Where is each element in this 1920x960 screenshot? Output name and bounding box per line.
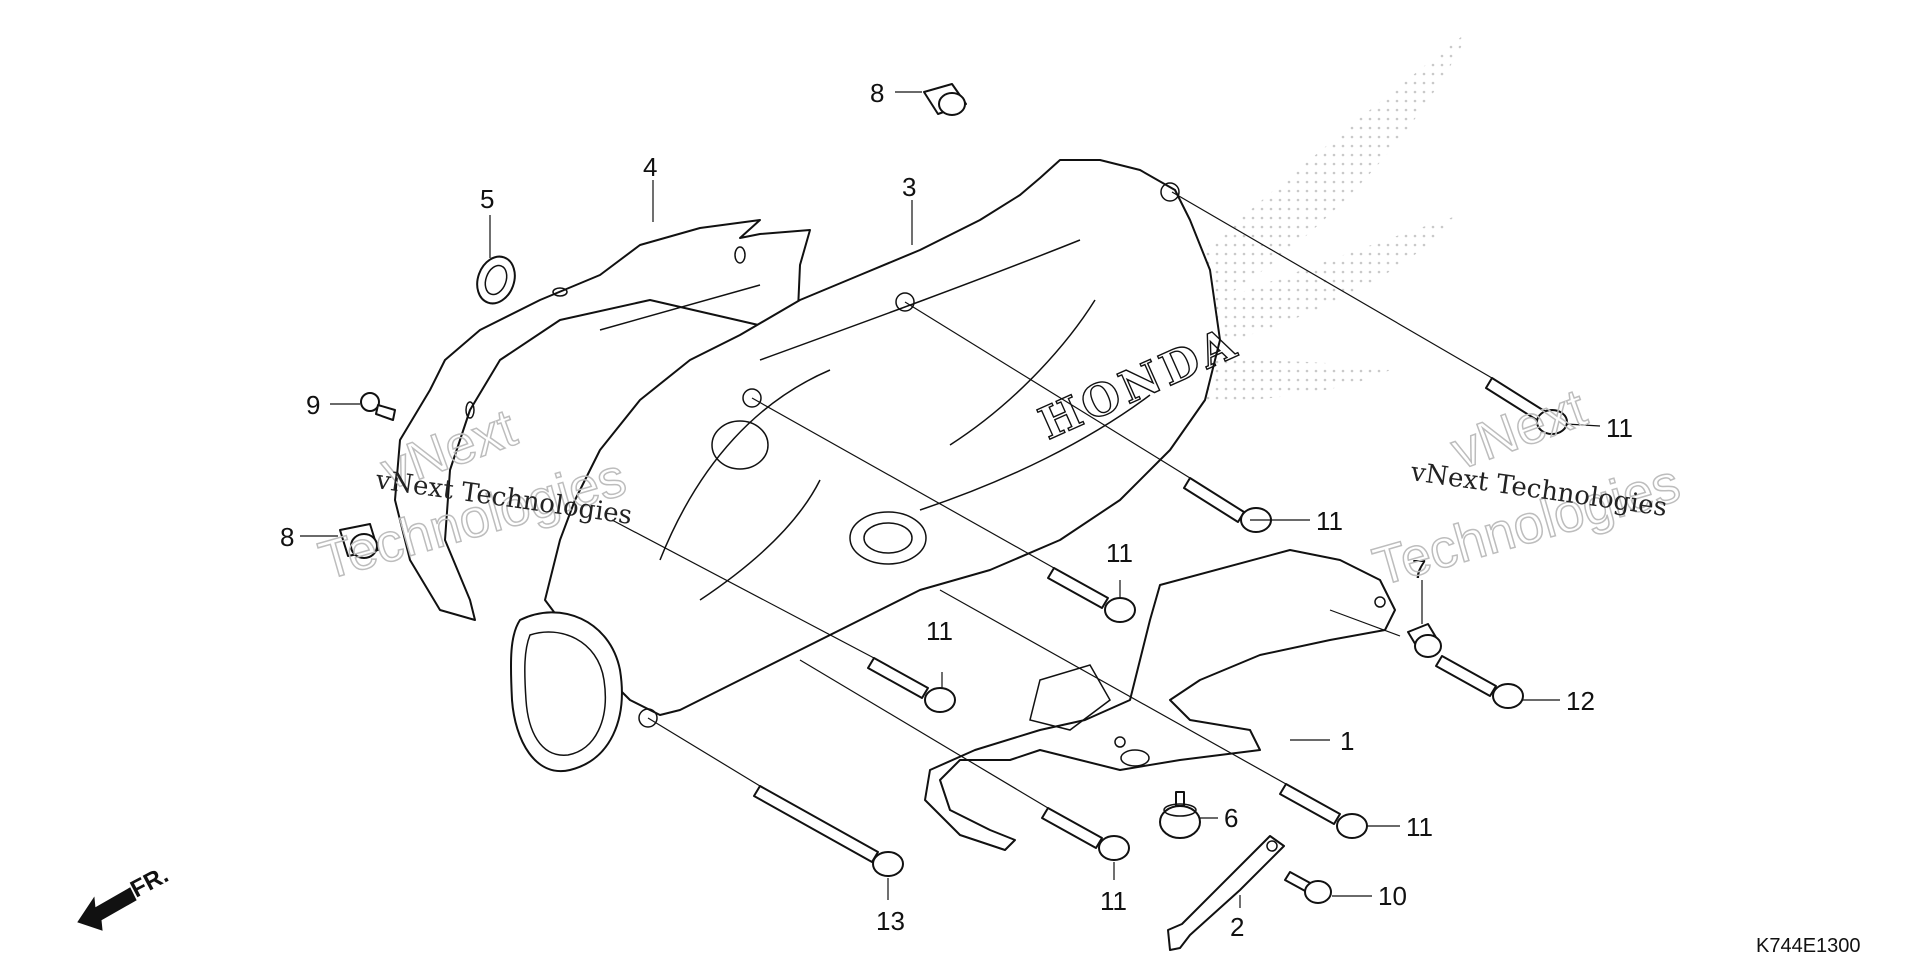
callout-11-mid-right: 11 — [1316, 506, 1343, 536]
intake-duct — [509, 611, 623, 773]
callout-2: 2 — [1230, 912, 1244, 942]
watermark-right: vNext Technologies vNext Technologies — [1366, 377, 1687, 598]
rubber-damper-part-6 — [1159, 791, 1201, 839]
callout-7: 7 — [1412, 554, 1426, 584]
bolt-11-lower-right — [1279, 783, 1368, 839]
stay-part-2 — [1167, 835, 1285, 951]
leader-lines — [300, 91, 1601, 908]
bolt-11-bottom — [1041, 807, 1130, 861]
callout-13: 13 — [876, 906, 905, 936]
callout-11-top-right: 11 — [1606, 413, 1633, 443]
bolt-13 — [753, 785, 904, 877]
callout-1: 1 — [1340, 726, 1354, 756]
callout-11-lower-right: 11 — [1406, 812, 1433, 842]
bolt-11-top-right — [1485, 377, 1568, 435]
callout-12: 12 — [1566, 686, 1595, 716]
callout-4: 4 — [643, 152, 657, 182]
callout-11-center: 11 — [1106, 538, 1133, 568]
dowel-pin-part-8-top — [923, 83, 967, 116]
callout-8-top: 8 — [870, 78, 884, 108]
dowel-pin-part-8-left — [339, 523, 379, 559]
callout-11-left: 11 — [926, 616, 953, 646]
bolt-11-center — [1047, 567, 1136, 623]
bolt-10 — [1284, 871, 1332, 904]
bracket-part-1 — [924, 549, 1396, 851]
callout-11-bottom: 11 — [1100, 886, 1127, 916]
front-direction-arrow: FR. — [77, 861, 173, 931]
callout-6: 6 — [1224, 803, 1238, 833]
left-crankcase-cover-part-3 — [544, 159, 1221, 728]
bolt-11-mid-right — [1183, 477, 1272, 533]
callout-labels: 1 2 3 4 5 6 7 8 8 9 10 11 11 11 11 11 11… — [280, 78, 1633, 942]
bolt-12 — [1435, 655, 1524, 709]
screw-part-9 — [360, 392, 396, 421]
collar-part-7 — [1407, 623, 1442, 658]
diagram-code: K744E1300 — [1756, 935, 1861, 957]
callout-8-left: 8 — [280, 522, 294, 552]
callout-3: 3 — [902, 172, 916, 202]
callout-9: 9 — [306, 390, 320, 420]
callout-10: 10 — [1378, 881, 1407, 911]
callout-5: 5 — [480, 184, 494, 214]
bolt-11-left — [867, 657, 956, 713]
oil-seal-part-5 — [476, 255, 516, 305]
